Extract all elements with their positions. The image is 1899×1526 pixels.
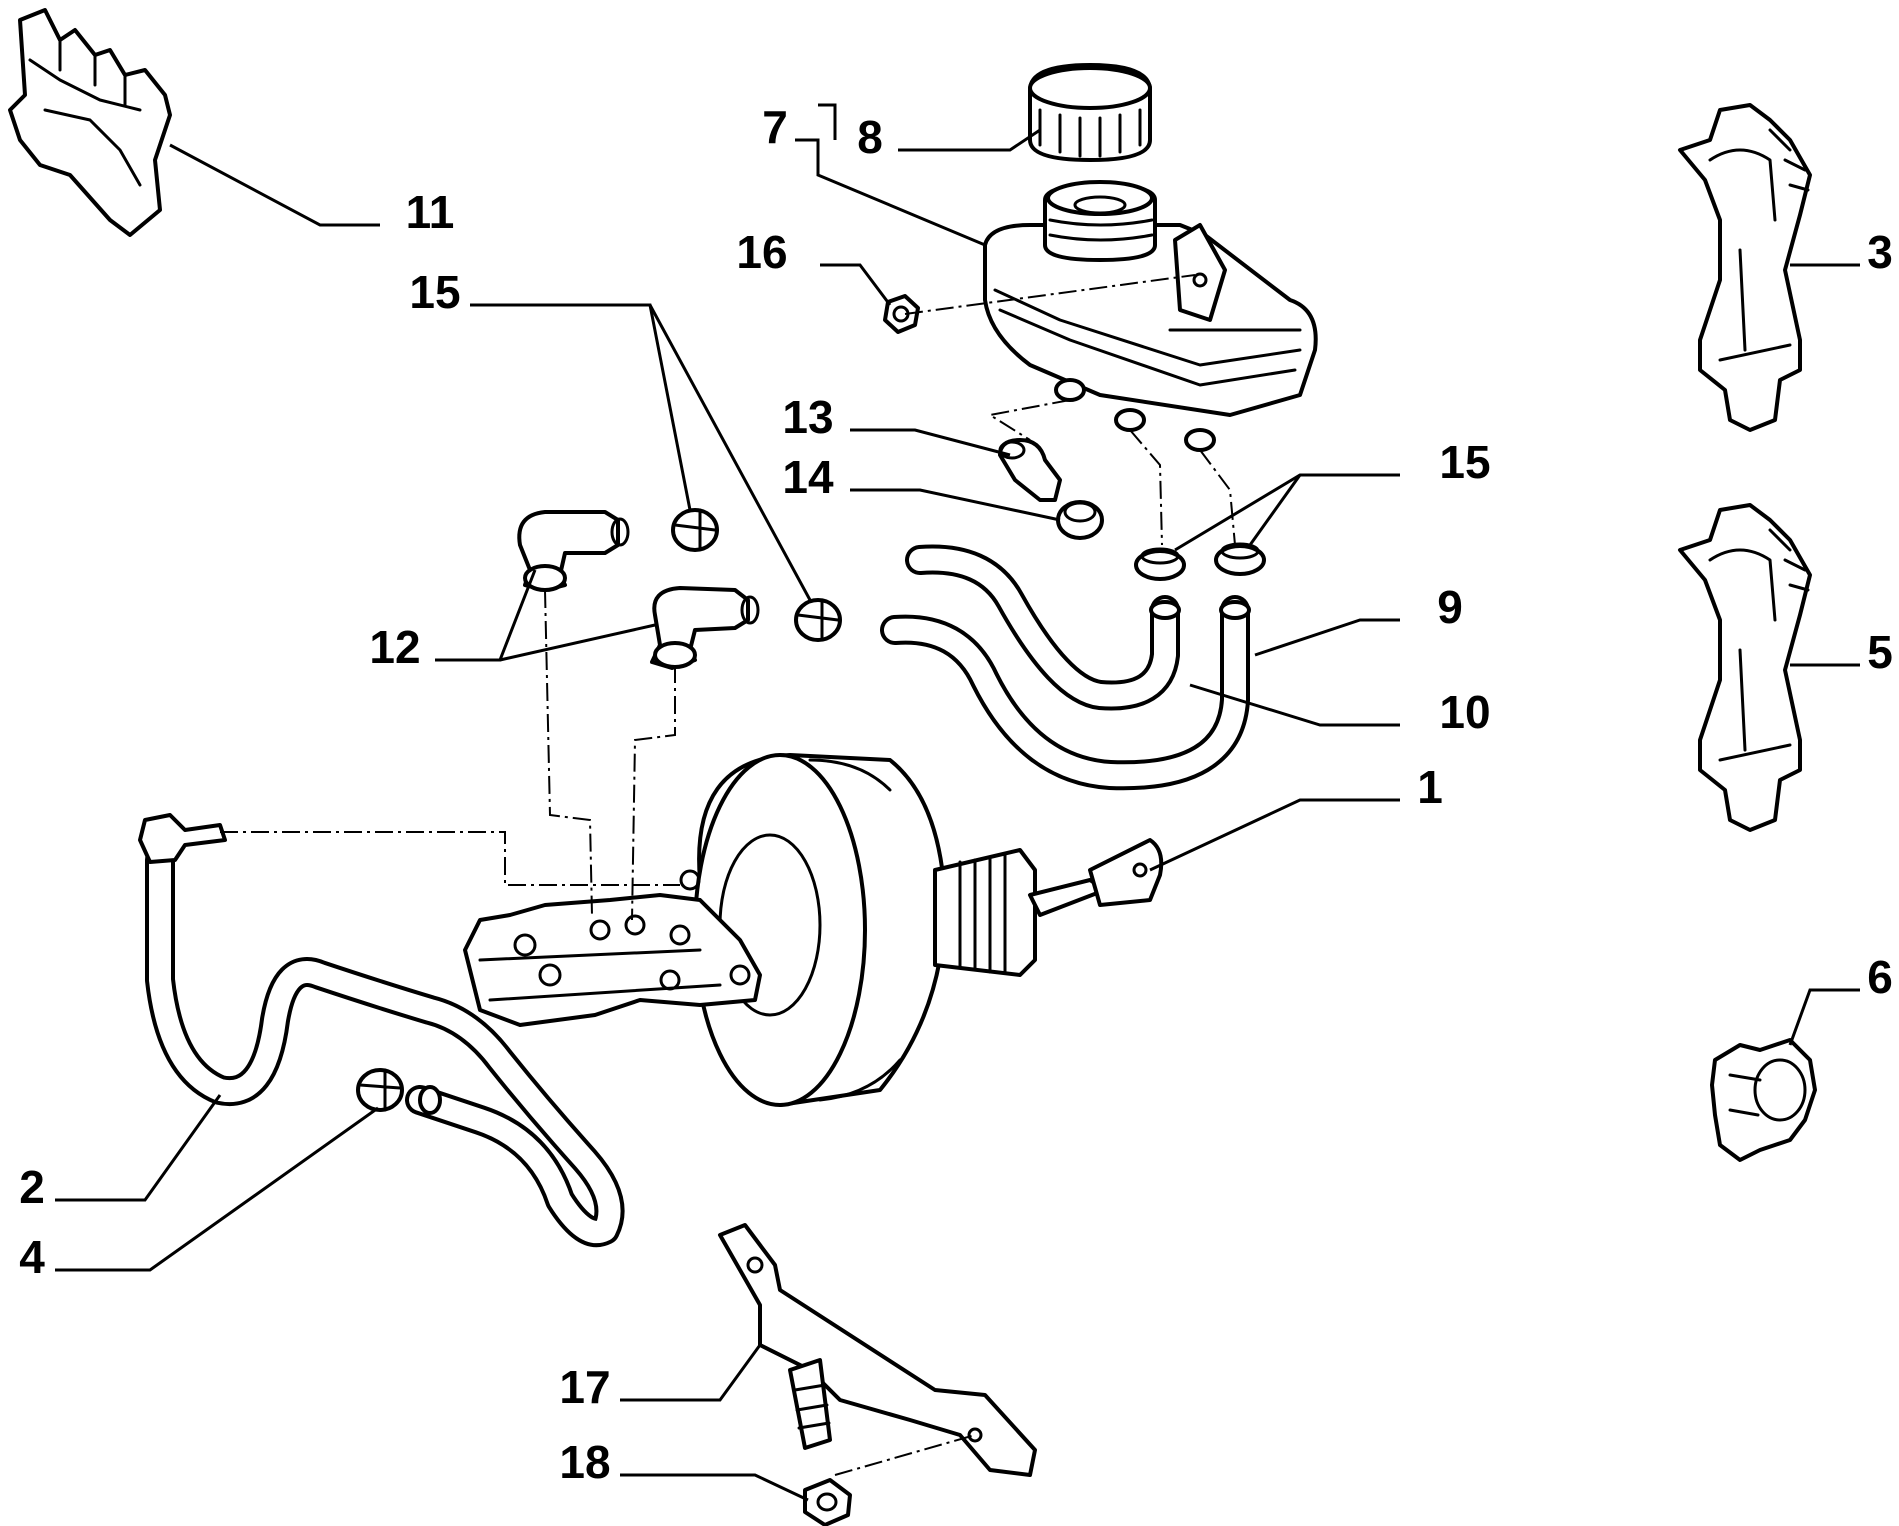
part-3-clip bbox=[1678, 103, 1812, 432]
part-10-hose bbox=[905, 544, 1181, 711]
callout-2: 2 bbox=[19, 1161, 45, 1213]
part-18-nut bbox=[803, 1478, 852, 1526]
part-1-brake-booster bbox=[693, 753, 1164, 1107]
callout-15-left: 15 bbox=[409, 266, 460, 318]
part-11-bracket bbox=[8, 8, 172, 237]
callout-12: 12 bbox=[369, 621, 420, 673]
callout-15-right: 15 bbox=[1439, 436, 1490, 488]
part-15-hose-clamps-right bbox=[1134, 542, 1266, 581]
callout-6: 6 bbox=[1867, 951, 1893, 1003]
callout-17: 17 bbox=[559, 1361, 610, 1413]
leader-lines bbox=[55, 103, 1860, 1502]
callout-16: 16 bbox=[736, 226, 787, 278]
callout-5: 5 bbox=[1867, 626, 1893, 678]
part-17-bracket bbox=[718, 1223, 1037, 1477]
callout-11: 11 bbox=[406, 186, 455, 238]
part-6-clamp bbox=[1710, 1038, 1817, 1162]
part-5-clip bbox=[1678, 503, 1812, 832]
callout-8: 8 bbox=[857, 111, 883, 163]
part-2-vacuum-hose bbox=[138, 813, 625, 1247]
part-14-seal-ring bbox=[1056, 500, 1104, 540]
part-7-brake-fluid-reservoir bbox=[983, 180, 1318, 452]
callout-labels: 1 2 3 4 5 6 7 8 9 10 11 12 13 14 15 15 1… bbox=[19, 101, 1893, 1488]
callout-4: 4 bbox=[19, 1231, 45, 1283]
part-15-hose-clamps-center bbox=[671, 508, 842, 642]
callout-1: 1 bbox=[1417, 761, 1443, 813]
part-4-hose-clamp bbox=[356, 1068, 404, 1112]
part-12-elbow-fittings bbox=[517, 510, 760, 670]
part-13-grommet bbox=[998, 438, 1062, 502]
callout-7: 7 bbox=[762, 101, 788, 153]
callout-10: 10 bbox=[1439, 686, 1490, 738]
part-9-hose bbox=[880, 595, 1251, 791]
callout-9: 9 bbox=[1437, 581, 1463, 633]
part-16-nut bbox=[883, 294, 920, 334]
callout-18: 18 bbox=[559, 1436, 610, 1488]
callout-3: 3 bbox=[1867, 226, 1893, 278]
part-8-reservoir-cap bbox=[1028, 63, 1152, 162]
master-cylinder bbox=[463, 869, 762, 1027]
assembly-center-lines bbox=[220, 274, 1236, 1476]
callout-14: 14 bbox=[782, 451, 834, 503]
callout-13: 13 bbox=[782, 391, 833, 443]
